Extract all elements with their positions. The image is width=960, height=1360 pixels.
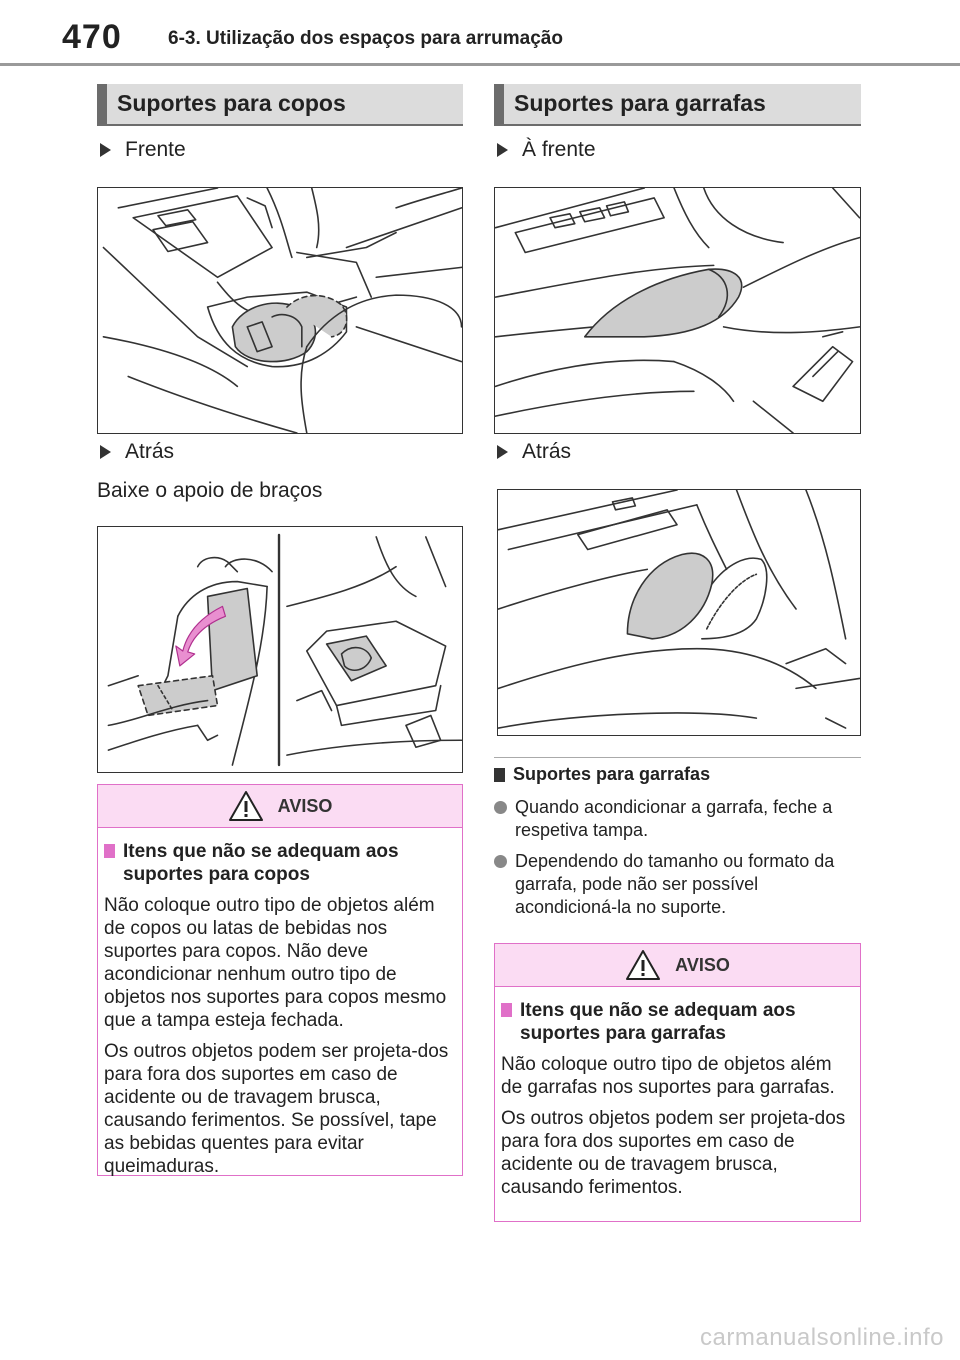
triangle-bullet-icon — [497, 143, 508, 157]
note-bullet-item: Dependendo do tamanho ou formato da garr… — [494, 850, 864, 919]
warning-title: AVISO — [675, 954, 730, 975]
front-label: Frente — [125, 138, 186, 161]
warning-paragraph: Os outros objetos podem ser projeta-dos … — [104, 1041, 449, 1177]
rear-bottle-holder-subheading: Atrás — [497, 440, 571, 464]
warning-title: AVISO — [277, 795, 333, 816]
front-cup-holder-illustration — [97, 187, 463, 434]
rear-label: Atrás — [522, 440, 572, 463]
watermark: carmanualsonline.info — [700, 1324, 944, 1351]
bottle-holder-note-heading: Suportes para garrafas — [494, 764, 710, 785]
circle-bullet-icon — [494, 801, 507, 814]
warning-subheading: Itens que não se adequam aos suportes pa… — [104, 840, 454, 886]
rear-cup-holder-illustration — [97, 526, 463, 773]
header-divider — [0, 63, 960, 66]
triangle-bullet-icon — [100, 143, 111, 157]
note-divider — [494, 757, 861, 758]
warning-header: AVISO — [98, 785, 462, 828]
warning-paragraph: Os outros objetos podem ser projeta-dos … — [501, 1108, 846, 1198]
lower-armrest-instruction: Baixe o apoio de braços — [97, 479, 323, 502]
front-bottle-holder-illustration — [494, 187, 861, 434]
warning-header: AVISO — [495, 944, 860, 987]
circle-bullet-icon — [494, 855, 507, 868]
warning-paragraph: Não coloque outro tipo de objetos além d… — [501, 1054, 835, 1098]
warning-paragraph: Não coloque outro tipo de objetos além d… — [104, 895, 447, 1031]
cup-holders-heading: Suportes para copos — [97, 84, 463, 126]
page-number: 470 — [62, 18, 122, 56]
rear-label: Atrás — [125, 440, 175, 463]
square-bullet-icon — [104, 844, 115, 858]
bottle-holders-heading: Suportes para garrafas — [494, 84, 861, 126]
front-cup-holder-subheading: Frente — [100, 138, 186, 162]
bottle-holder-warning-box: AVISO Itens que não se adequam aos supor… — [494, 943, 861, 1222]
front-bottle-holder-subheading: À frente — [497, 138, 596, 162]
warning-triangle-icon — [228, 791, 263, 821]
cup-holder-warning-box: AVISO Itens que não se adequam aos supor… — [97, 784, 463, 1177]
triangle-bullet-icon — [100, 445, 111, 459]
warning-triangle-icon — [626, 950, 661, 980]
note-bullet-item: Quando acondicionar a garrafa, feche a r… — [494, 796, 864, 842]
chapter-title: 6-3. Utilização dos espaços para arrumaç… — [168, 28, 563, 49]
warning-subheading: Itens que não se adequam aos suportes pa… — [501, 999, 852, 1045]
front-label: À frente — [522, 138, 596, 161]
rear-cup-holder-subheading: Atrás — [100, 440, 174, 464]
rear-bottle-holder-illustration — [497, 489, 861, 736]
square-bullet-icon — [494, 767, 505, 782]
triangle-bullet-icon — [497, 445, 508, 459]
square-bullet-icon — [501, 1003, 512, 1017]
